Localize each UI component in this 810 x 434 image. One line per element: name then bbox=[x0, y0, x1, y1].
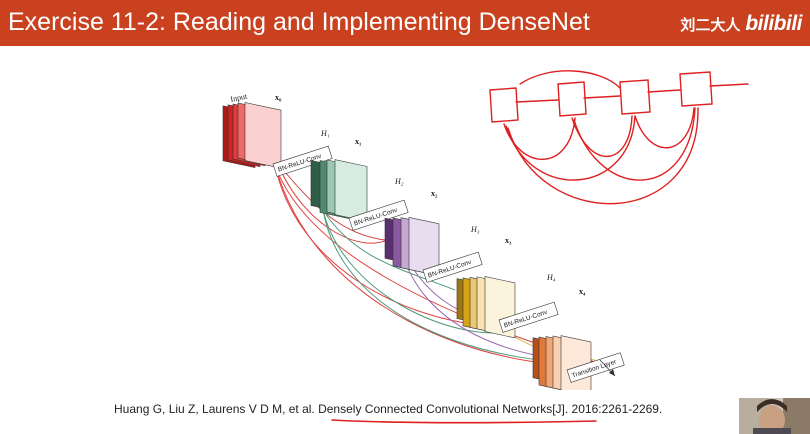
input-block bbox=[222, 102, 282, 169]
input-label: Input bbox=[230, 91, 249, 103]
sketch-arc-2 bbox=[505, 115, 636, 181]
transition-box bbox=[566, 352, 625, 383]
sketch-arc-6 bbox=[634, 107, 695, 149]
conv4-box bbox=[498, 301, 559, 333]
sketch-box-3 bbox=[619, 79, 651, 115]
sketch-link-2 bbox=[583, 95, 621, 99]
title-bar: Exercise 11-2: Reading and Implementing … bbox=[0, 0, 810, 46]
slide-title: Exercise 11-2: Reading and Implementing … bbox=[8, 8, 590, 36]
bilibili-logo: bilibili bbox=[745, 12, 802, 35]
sketch-box-4 bbox=[679, 71, 713, 107]
block4 bbox=[532, 335, 592, 390]
sketch-arc-5 bbox=[573, 107, 696, 181]
h2-label: H₂ bbox=[394, 177, 404, 186]
sketch-box-1 bbox=[489, 87, 519, 123]
sketch-link-1 bbox=[515, 99, 559, 103]
h3-label: H₃ bbox=[470, 225, 480, 234]
h1-label: H₁ bbox=[320, 129, 330, 138]
x3-label: x₃ bbox=[505, 236, 512, 245]
x4-label: x₄ bbox=[579, 287, 586, 296]
block1 bbox=[310, 159, 368, 222]
sketch-box-2 bbox=[557, 81, 587, 117]
conv2-box bbox=[348, 199, 409, 231]
citation: Huang G, Liu Z, Laurens V D M, et al. De… bbox=[114, 402, 663, 416]
sketch-link-3 bbox=[647, 89, 681, 93]
handdrawn-underline bbox=[331, 419, 597, 424]
x0-label: x₀ bbox=[275, 93, 282, 102]
webcam-thumbnail bbox=[739, 398, 810, 434]
conv1-box bbox=[272, 145, 333, 177]
watermark-author: 刘二大人 bbox=[680, 16, 741, 34]
x2-label: x₂ bbox=[431, 189, 438, 198]
bilibili-watermark: 刘二大人 bilibili bbox=[680, 12, 802, 35]
sketch-arc-top bbox=[519, 70, 621, 89]
densenet-diagram: Input x₀ BN-ReLU-Conv H₁ x₁ BN-ReLU-Conv… bbox=[222, 91, 625, 390]
sketch-arc-3 bbox=[507, 107, 699, 205]
sketch-link-4 bbox=[709, 83, 749, 87]
handdrawn-sketch bbox=[489, 70, 749, 205]
x1-label: x₁ bbox=[355, 137, 362, 146]
h4-label: H₄ bbox=[546, 273, 556, 282]
arrow-head bbox=[609, 369, 615, 376]
block2 bbox=[384, 216, 440, 277]
conv3-box bbox=[422, 251, 483, 283]
sketch-arc-1 bbox=[503, 117, 576, 160]
